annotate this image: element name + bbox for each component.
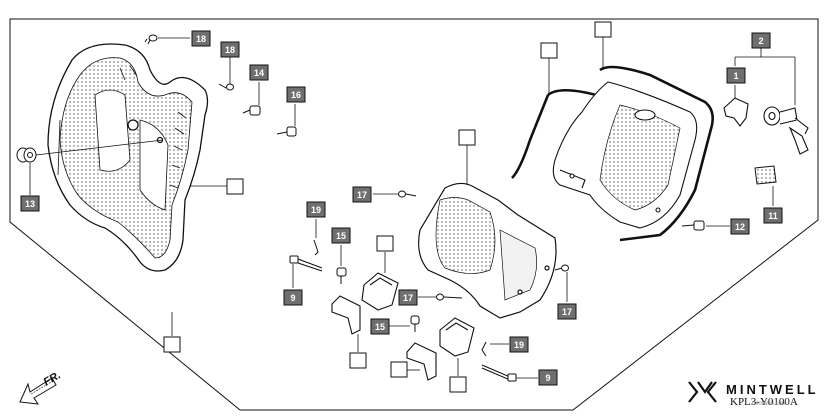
screw-17-top [398,190,417,198]
svg-text:17: 17 [562,307,572,317]
callout-18-top: 18 [191,30,211,47]
bolt-16 [276,126,297,137]
callout-16: 16 [286,86,306,103]
screw-18-side [218,83,234,91]
callout-9-left: 9 [283,289,303,306]
callout-19-right: 19 [509,336,529,353]
lock-cover-part-1 [723,97,749,127]
callout-empty-outer-cowl [163,336,181,353]
mintwell-logo-icon [688,381,717,403]
svg-text:17: 17 [403,293,413,303]
callout-13: 13 [20,195,40,212]
svg-text:13: 13 [25,199,35,209]
bolt-9-right [481,364,517,382]
callout-empty-hinge-lower [449,376,467,393]
leader [35,139,164,156]
svg-text:2: 2 [758,36,763,46]
svg-text:11: 11 [768,211,778,221]
brand-name: MINTWELL [726,382,819,397]
svg-text:19: 19 [311,205,321,215]
svg-text:17: 17 [357,190,367,200]
callout-19-left: 19 [306,201,326,218]
callout-empty-plate-lower [390,361,408,378]
grommet-13 [16,147,37,163]
emblem-11 [754,165,777,185]
callout-empty-center-bracket [458,129,476,146]
hinge-bracket-lower [439,317,475,357]
callout-2: 2 [751,32,771,49]
callout-11: 11 [763,207,783,224]
callout-12: 12 [730,218,750,235]
diagram-code: KPL3-Y0100A [730,396,798,408]
hinge-bracket-upper [361,272,399,311]
svg-text:12: 12 [735,222,745,232]
callout-1: 1 [726,67,746,84]
mount-plate-left [331,295,361,335]
pin-19-right [481,341,487,357]
front-direction-arrow-icon [19,377,57,405]
callout-17-right: 17 [557,303,577,320]
pin-19-left [313,239,319,256]
key-cylinder-part-2 [763,106,809,155]
screw-18-top [144,34,158,45]
svg-text:16: 16 [291,90,301,100]
callout-18-side: 18 [220,41,240,58]
callout-empty-inner-cowl [226,178,244,195]
callout-empty-hinge-upper [376,235,394,252]
inner-cowl-panel [47,43,209,272]
svg-text:14: 14 [254,68,264,78]
svg-text:1: 1 [733,71,738,81]
screw-15-upper [336,267,347,284]
callout-empty-visor-frame [540,42,558,59]
callout-15-lower: 15 [370,318,390,335]
callout-9-right: 9 [538,369,558,386]
bolt-14 [242,105,261,116]
callout-empty-plate-left [349,352,367,369]
svg-text:19: 19 [514,340,524,350]
front-indicator-label: FR. [42,369,63,388]
callout-15-upper: 15 [331,227,351,244]
mount-plate-lower [406,342,437,381]
bolt-9-left [289,255,323,272]
bolt-12 [681,220,705,231]
callout-17-mid: 17 [398,289,418,306]
center-bracket-panel [418,182,557,319]
visor-inner-panel [552,81,698,229]
callout-empty-visor-panel [594,21,612,38]
callout-17-top: 17 [352,186,372,203]
svg-text:9: 9 [545,373,550,383]
svg-text:15: 15 [375,322,385,332]
screw-15-lower [410,315,420,332]
callout-14: 14 [249,64,269,81]
svg-text:15: 15 [336,231,346,241]
screw-17-mid [436,293,463,301]
screw-17-right [554,264,569,272]
svg-text:9: 9 [290,293,295,303]
brand-watermark: mintwell.com [752,401,787,407]
svg-text:18: 18 [225,45,235,55]
diagram-frame [9,18,819,411]
svg-text:18: 18 [196,34,206,44]
